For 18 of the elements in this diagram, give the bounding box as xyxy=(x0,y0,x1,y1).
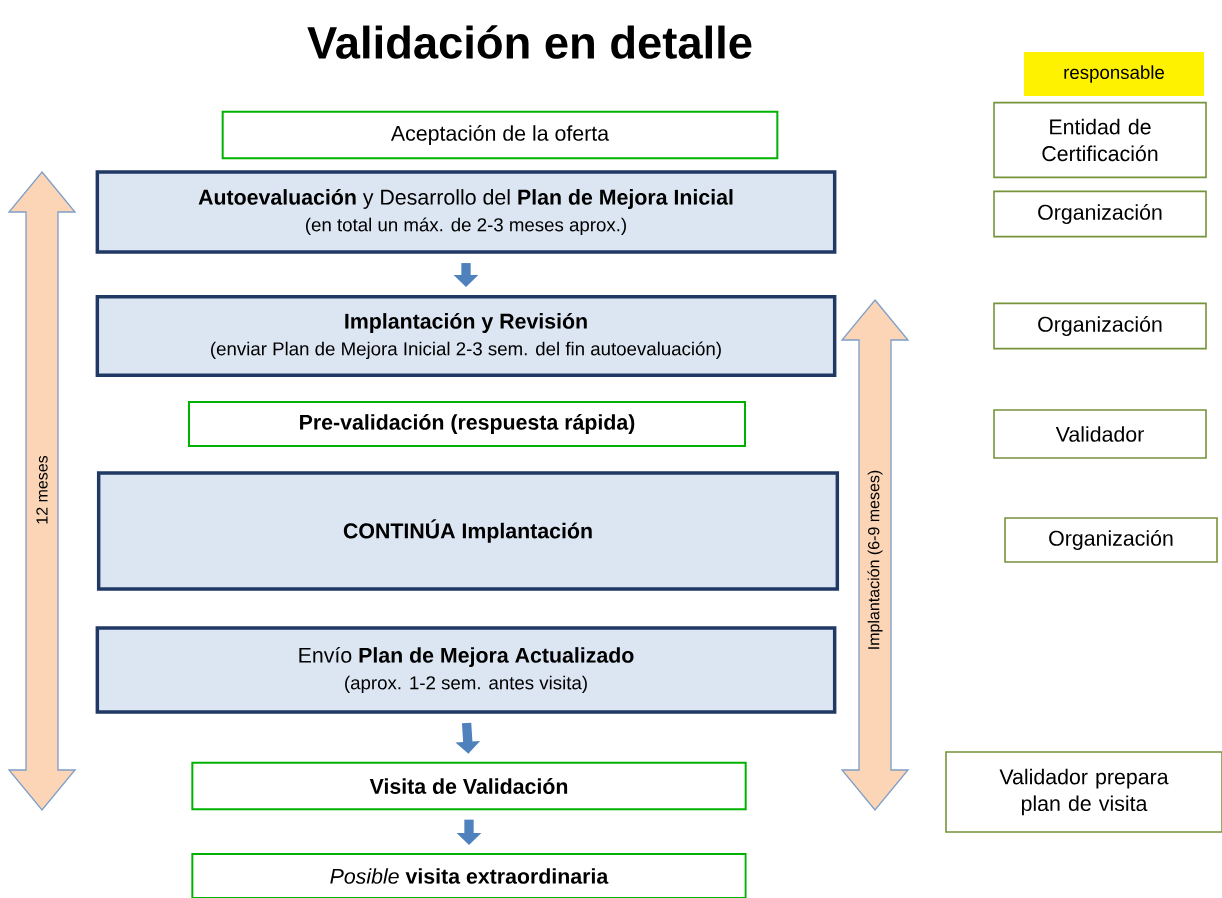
responsible-box: Validador xyxy=(993,409,1207,459)
process-box: Envío Plan de Mejora Actualizado (aprox. 1-2 sem. antes visita) xyxy=(95,626,837,714)
step-box: Posible visita extraordinaria xyxy=(191,853,747,898)
duration-label: Implantación (6-9 meses) xyxy=(867,470,883,649)
title: Validación en detalle xyxy=(307,25,752,59)
step-box: Aceptación de la oferta xyxy=(221,110,779,160)
responsible-box: Organización xyxy=(993,302,1207,350)
process-box: Implantación y Revisión (enviar Plan de Mejora Inicial 2-3 sem. del fin autoevaluación) xyxy=(95,294,837,378)
duration-label: 12 meses xyxy=(36,455,48,524)
process-box: CONTINÚA Implantación xyxy=(96,471,840,591)
column-header: responsable xyxy=(1024,52,1204,96)
step-box: Pre-validación (respuesta rápida) xyxy=(188,401,746,447)
step-box: Visita de Validación xyxy=(191,761,747,811)
responsible-box: Validador prepara plan de visita xyxy=(945,751,1222,833)
responsible-box: Organización xyxy=(1004,517,1218,563)
responsible-box: Organización xyxy=(993,190,1207,238)
process-box: Autoevaluación y Desarrollo del Plan de Mejora Inicial (en total un máx. de 2-3 meses aprox.) xyxy=(95,170,837,254)
responsible-box: Entidad de Certificación xyxy=(993,101,1207,179)
